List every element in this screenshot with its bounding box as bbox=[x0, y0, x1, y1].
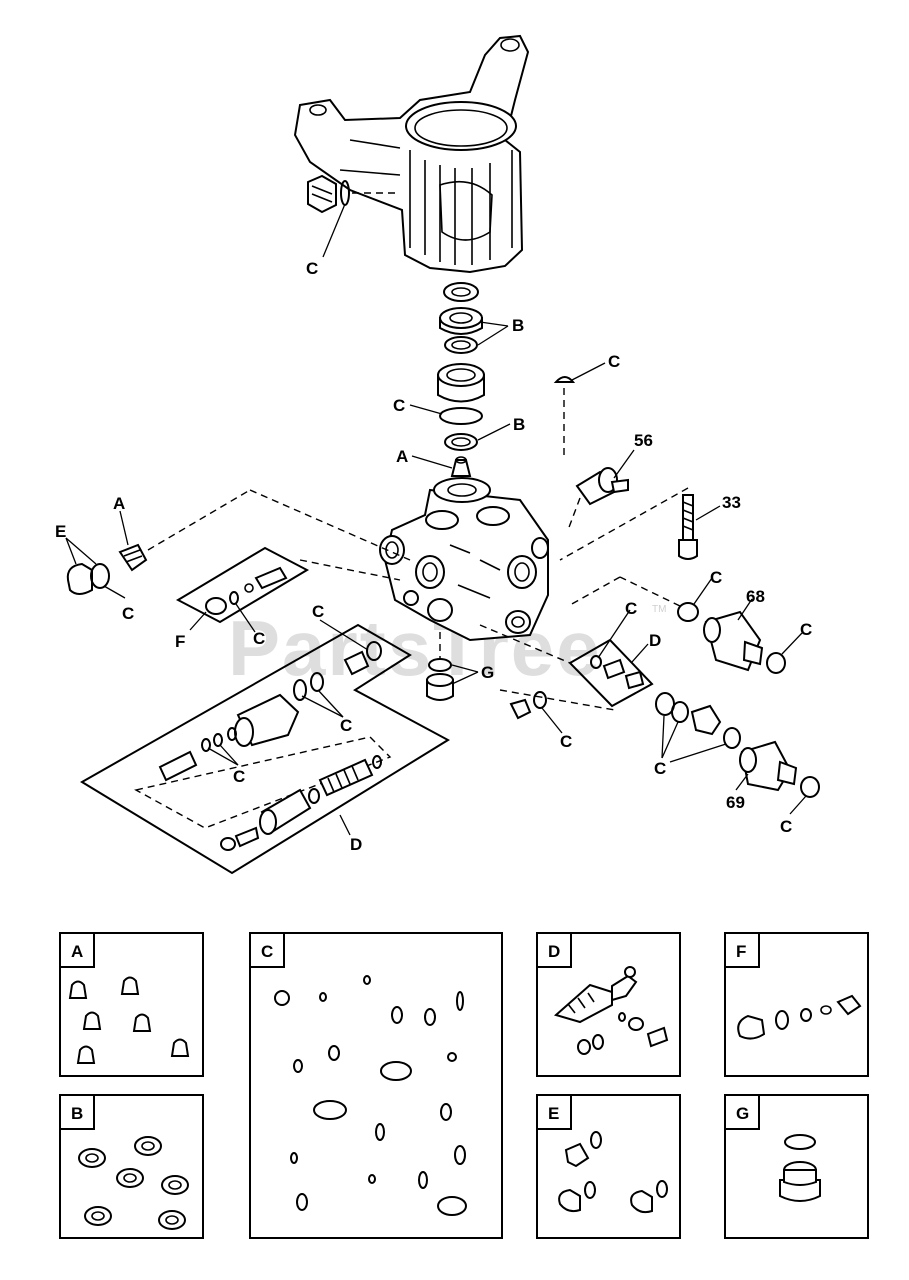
part-69[interactable] bbox=[655, 692, 820, 798]
callout-c: C bbox=[654, 759, 666, 778]
watermark-text: PartsTree bbox=[228, 604, 602, 692]
callout-33: 33 bbox=[722, 493, 741, 512]
kit-f-inline[interactable] bbox=[175, 546, 401, 624]
small-plug[interactable] bbox=[509, 691, 547, 720]
kit-a-label: A bbox=[71, 942, 83, 961]
watermark-tm: TM bbox=[652, 604, 666, 615]
callout-g: G bbox=[481, 663, 494, 682]
kit-f-panel[interactable]: F bbox=[724, 932, 869, 1077]
callout-c: C bbox=[608, 352, 620, 371]
kit-c-panel[interactable]: C bbox=[249, 932, 503, 1239]
callout-c: C bbox=[393, 396, 405, 415]
kit-e-panel[interactable]: E bbox=[536, 1094, 681, 1239]
callout-a: A bbox=[396, 447, 408, 466]
seal-stack[interactable] bbox=[437, 282, 485, 477]
crankcase-housing[interactable] bbox=[293, 34, 530, 274]
callout-labels: C B C C B A 56 33 A E C F C C C C D C D … bbox=[55, 259, 812, 854]
callout-d: D bbox=[649, 631, 661, 650]
callout-68: 68 bbox=[746, 587, 765, 606]
callout-c: C bbox=[312, 602, 324, 621]
callout-c: C bbox=[306, 259, 318, 278]
callout-a: A bbox=[113, 494, 125, 513]
callout-c: C bbox=[800, 620, 812, 639]
part-33-bolt[interactable] bbox=[559, 487, 698, 561]
pump-manifold[interactable] bbox=[379, 477, 549, 642]
callout-69: 69 bbox=[726, 793, 745, 812]
callout-e: E bbox=[55, 522, 66, 541]
kit-d-panel[interactable]: D bbox=[536, 932, 681, 1077]
callout-b: B bbox=[512, 316, 524, 335]
housing-plug[interactable] bbox=[307, 174, 398, 214]
kit-g-panel[interactable]: G bbox=[724, 1094, 869, 1239]
left-fitting-a[interactable] bbox=[66, 489, 411, 595]
callout-c: C bbox=[253, 629, 265, 648]
kit-d-label: D bbox=[548, 942, 560, 961]
kit-e-label: E bbox=[548, 1104, 559, 1123]
kit-b-panel[interactable]: B bbox=[59, 1094, 204, 1239]
kit-d-large[interactable] bbox=[80, 623, 451, 875]
callout-c: C bbox=[625, 599, 637, 618]
leader-lines bbox=[65, 203, 807, 836]
plug-g[interactable] bbox=[426, 632, 454, 701]
kit-f-label: F bbox=[736, 942, 746, 961]
callout-f: F bbox=[175, 632, 185, 651]
kit-c-label: C bbox=[261, 942, 273, 961]
callout-c: C bbox=[233, 767, 245, 786]
callout-c: C bbox=[560, 732, 572, 751]
callout-c: C bbox=[340, 716, 352, 735]
callout-c: C bbox=[780, 817, 792, 836]
callout-c: C bbox=[710, 568, 722, 587]
callout-56: 56 bbox=[634, 431, 653, 450]
callout-c: C bbox=[122, 604, 134, 623]
part-56[interactable] bbox=[567, 467, 629, 531]
kit-a-panel[interactable]: A bbox=[59, 932, 204, 1077]
check-ball[interactable] bbox=[553, 376, 576, 455]
callout-b: B bbox=[513, 415, 525, 434]
part-68[interactable] bbox=[569, 576, 786, 674]
callout-d: D bbox=[350, 835, 362, 854]
kit-d-small[interactable] bbox=[479, 624, 654, 711]
kit-g-label: G bbox=[736, 1104, 749, 1123]
kit-b-label: B bbox=[71, 1104, 83, 1123]
